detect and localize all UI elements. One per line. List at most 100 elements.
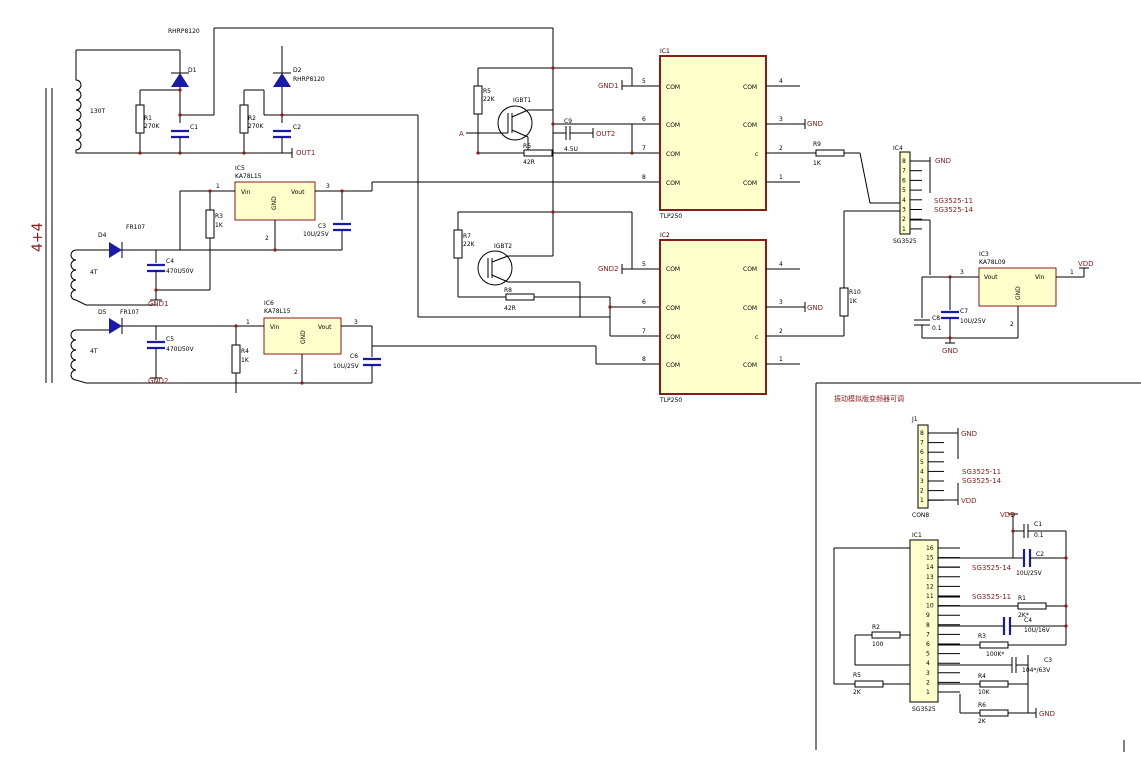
sg3525-pin-4: 4 — [926, 660, 930, 667]
svg-text:COM: COM — [666, 180, 680, 187]
svg-text:COM: COM — [743, 180, 757, 187]
secondary2-turns-label: 4T — [90, 348, 98, 355]
svg-text:R10: R10 — [849, 289, 861, 296]
svg-text:10U/25V: 10U/25V — [303, 231, 330, 238]
sg3525-pin-14: 14 — [926, 564, 934, 571]
svg-text:Vin: Vin — [241, 189, 251, 196]
svg-text:SG3525-11: SG3525-11 — [972, 593, 1011, 601]
svg-text:COM: COM — [666, 122, 680, 129]
ic5-regulator: IC5 KA78L15 Vin Vout GND 1 3 2 C3 10U/25… — [156, 165, 660, 251]
c1-label: C1 — [190, 124, 198, 131]
svg-text:COM: COM — [666, 305, 680, 312]
svg-text:CON8: CON8 — [912, 512, 929, 519]
svg-text:6: 6 — [642, 116, 646, 123]
svg-text:2: 2 — [1010, 321, 1014, 328]
j1-pin-1: 1 — [920, 497, 924, 504]
svg-text:COM: COM — [666, 334, 680, 341]
svg-text:1K: 1K — [241, 357, 250, 364]
svg-text:3: 3 — [779, 116, 783, 123]
svg-text:C1: C1 — [1034, 521, 1042, 528]
svg-text:C6: C6 — [350, 353, 358, 360]
svg-text:COM: COM — [743, 362, 757, 369]
svg-text:Vin: Vin — [1035, 274, 1045, 281]
svg-text:D5: D5 — [98, 309, 107, 316]
svg-text:8: 8 — [642, 174, 646, 181]
j1-pin-2: 2 — [920, 488, 924, 495]
svg-text:VDD: VDD — [961, 497, 977, 505]
svg-text:VDD: VDD — [1000, 511, 1016, 519]
svg-text:4: 4 — [779, 78, 783, 85]
svg-text:2K: 2K — [978, 718, 987, 725]
svg-text:GND1: GND1 — [598, 82, 619, 90]
svg-text:A: A — [459, 130, 464, 138]
svg-text:R4: R4 — [978, 673, 986, 680]
svg-text:8: 8 — [642, 356, 646, 363]
sg3525-pin-10: 10 — [926, 603, 934, 610]
svg-text:5: 5 — [642, 261, 646, 268]
svg-text:1K: 1K — [813, 160, 822, 167]
svg-text:GND: GND — [807, 120, 823, 128]
svg-text:470U50V: 470U50V — [166, 346, 194, 353]
svg-text:10U/25V: 10U/25V — [333, 363, 360, 370]
sg3525-pin-12: 12 — [926, 583, 934, 590]
svg-text:IC1: IC1 — [912, 532, 922, 539]
sg3525-pin-2: 2 — [926, 679, 930, 686]
svg-text:R3: R3 — [978, 633, 986, 640]
c2-label: C2 — [293, 124, 301, 131]
svg-text:COM: COM — [666, 362, 680, 369]
svg-text:7: 7 — [642, 328, 646, 335]
svg-text:GND: GND — [942, 347, 958, 355]
svg-text:R1: R1 — [1018, 595, 1026, 602]
svg-text:GND: GND — [1039, 710, 1055, 718]
svg-text:2: 2 — [779, 145, 783, 152]
svg-text:R4: R4 — [241, 348, 249, 355]
sg3525-pin-1: 1 — [926, 689, 930, 696]
svg-text:IC6: IC6 — [264, 300, 274, 307]
svg-text:2: 2 — [265, 235, 269, 242]
transformer: 4+4 130T 4T 4T — [30, 50, 105, 384]
igbt2-transistor — [477, 250, 513, 286]
svg-text:Vout: Vout — [984, 274, 998, 281]
svg-text:C8: C8 — [932, 315, 940, 322]
svg-text:C3: C3 — [318, 223, 326, 230]
svg-text:1: 1 — [1070, 269, 1074, 276]
inset-title: 振动模拟版变频器可调 — [834, 394, 904, 403]
svg-text:C5: C5 — [166, 336, 174, 343]
svg-text:C4: C4 — [166, 258, 174, 265]
svg-text:R5: R5 — [853, 672, 861, 679]
r1-value: 270K — [144, 123, 160, 130]
svg-text:22K: 22K — [463, 241, 476, 248]
svg-text:COM: COM — [666, 84, 680, 91]
ic4-pin-4: 4 — [902, 197, 906, 204]
svg-text:J1: J1 — [911, 416, 918, 423]
ic1-tlp250: IC1 TLP250 COM COM COM COM COM COM c COM… — [642, 48, 823, 220]
svg-text:1: 1 — [779, 356, 783, 363]
svg-text:1K: 1K — [849, 298, 858, 305]
svg-text:3: 3 — [326, 183, 330, 190]
svg-text:COM: COM — [743, 266, 757, 273]
svg-text:2K*: 2K* — [1018, 612, 1029, 619]
svg-text:GND1: GND1 — [148, 300, 169, 308]
ic5-label: IC5 — [235, 165, 245, 172]
sg3525-pin-11: 11 — [926, 593, 934, 600]
svg-text:c: c — [755, 151, 758, 158]
d2-label: D2 — [293, 67, 302, 74]
svg-text:104*/63V: 104*/63V — [1022, 667, 1051, 674]
svg-text:3: 3 — [960, 269, 964, 276]
d5-diode — [109, 318, 122, 334]
svg-text:SG3525-14: SG3525-14 — [972, 564, 1012, 572]
r2-value: 270K — [248, 123, 264, 130]
svg-text:R6: R6 — [978, 702, 986, 709]
svg-text:C7: C7 — [960, 308, 968, 315]
svg-text:C4: C4 — [1024, 617, 1032, 624]
ic4-pin-2: 2 — [902, 216, 906, 223]
svg-text:KA78L15: KA78L15 — [264, 308, 291, 315]
sg3525-pin-8: 8 — [926, 622, 930, 629]
svg-text:1K: 1K — [215, 222, 224, 229]
svg-text:10K: 10K — [978, 689, 991, 696]
svg-text:100K*: 100K* — [986, 651, 1004, 658]
svg-text:KA78L09: KA78L09 — [979, 259, 1006, 266]
svg-text:5: 5 — [642, 78, 646, 85]
